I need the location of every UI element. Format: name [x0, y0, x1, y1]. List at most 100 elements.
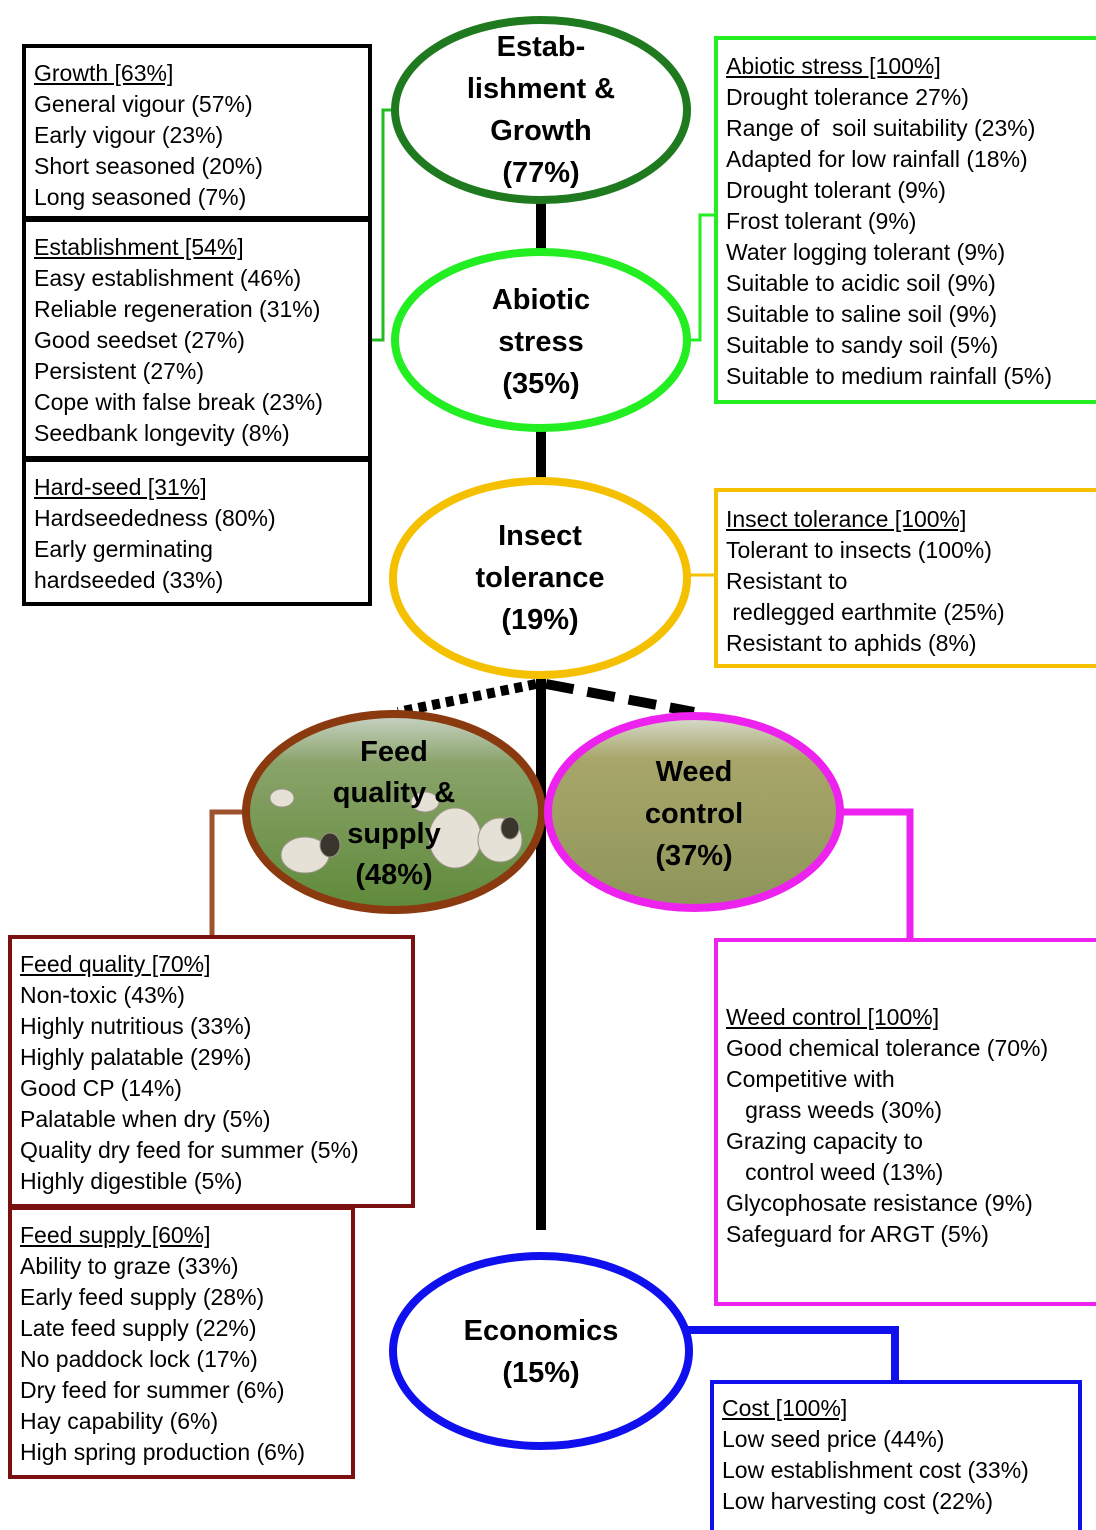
- feedsupply-item: Hay capability (6%): [20, 1408, 219, 1434]
- feedsupply-item: Dry feed for summer (6%): [20, 1377, 285, 1403]
- weed-item: Glycophosate resistance (9%): [726, 1190, 1033, 1216]
- abiotic-connector: [686, 213, 716, 342]
- establishment-box: Establishment [54%] Easy establishment (…: [22, 218, 372, 460]
- feedquality-box: Feed quality [70%] Non-toxic (43%) Highl…: [8, 935, 415, 1208]
- insect-box: Insect tolerance [100%] Tolerant to inse…: [714, 488, 1096, 668]
- feedsupply-box: Feed supply [60%] Ability to graze (33%)…: [8, 1206, 355, 1479]
- establishment-node-label: Estab- lishment & Growth (77%): [395, 22, 687, 198]
- establishment-item: Seedbank longevity (8%): [34, 420, 290, 446]
- feedsupply-title: Feed supply [60%]: [20, 1222, 211, 1248]
- insect-item: Resistant to aphids (8%): [726, 630, 977, 656]
- feed-label-line: Feed: [360, 736, 428, 768]
- growth-item: Short seasoned (20%): [34, 153, 263, 179]
- abiotic-ellipse: [391, 248, 691, 432]
- abiotic-item: Suitable to medium rainfall (5%): [726, 363, 1052, 389]
- feedsupply-item: No paddock lock (17%): [20, 1346, 258, 1372]
- establishment-item: Easy establishment (46%): [34, 265, 302, 291]
- economics-ellipse: [389, 1252, 693, 1450]
- feedsupply-item: Ability to graze (33%): [20, 1253, 239, 1279]
- growth-title: Growth [63%]: [34, 60, 174, 86]
- establishment-label-line: Estab-: [496, 31, 586, 63]
- hardseed-item: Early germinating: [34, 536, 213, 562]
- feedquality-item: Highly digestible (5%): [20, 1168, 243, 1194]
- feedquality-item: Highly nutritious (33%): [20, 1013, 252, 1039]
- establishment-item: Cope with false break (23%): [34, 389, 323, 415]
- cost-section: Cost [100%] Low seed price (44%) Low est…: [714, 1393, 1078, 1517]
- growth-item: Long seasoned (7%): [34, 184, 247, 210]
- weed-node-label: Weed control (37%): [548, 730, 840, 898]
- feed-label-line: quality &: [332, 777, 456, 809]
- feed-label-line: (48%): [355, 859, 433, 891]
- hardseed-box: Hard-seed [31%] Hardseededness (80%) Ear…: [22, 458, 372, 606]
- weed-item: Competitive with: [726, 1066, 895, 1092]
- dotted-branch: [397, 679, 537, 717]
- establishment-ellipse: [391, 16, 691, 204]
- cost-item: Low establishment cost (33%): [722, 1457, 1029, 1483]
- dashed-branch: [545, 679, 695, 717]
- growth-item: Early vigour (23%): [34, 122, 224, 148]
- weed-item: Grazing capacity to: [726, 1128, 923, 1154]
- feedquality-title: Feed quality [70%]: [20, 951, 211, 977]
- hardseed-section: Hard-seed [31%] Hardseededness (80%) Ear…: [26, 472, 368, 596]
- weed-section: Weed control [100%] Good chemical tolera…: [718, 1002, 1096, 1250]
- weed-item: Good chemical tolerance (70%): [726, 1035, 1049, 1061]
- growth-section: Growth [63%] General vigour (57%) Early …: [26, 58, 368, 213]
- feedsupply-item: High spring production (6%): [20, 1439, 306, 1465]
- cost-item: Low seed price (44%): [722, 1426, 945, 1452]
- abiotic-node-label: Abiotic stress (35%): [395, 258, 687, 426]
- abiotic-item: Adapted for low rainfall (18%): [726, 146, 1028, 172]
- establishment-title: Establishment [54%]: [34, 234, 244, 260]
- abiotic-item: Drought tolerant (9%): [726, 177, 946, 203]
- establishment-item: Reliable regeneration (31%): [34, 296, 321, 322]
- abiotic-label-line: (35%): [502, 368, 580, 400]
- abiotic-item: Drought tolerance 27%): [726, 84, 969, 110]
- economics-node-label: Economics (15%): [393, 1270, 689, 1434]
- abiotic-item: Water logging tolerant (9%): [726, 239, 1006, 265]
- economics-label-line: Economics: [463, 1315, 619, 1347]
- abiotic-box: Abiotic stress [100%] Drought tolerance …: [714, 36, 1096, 404]
- abiotic-section: Abiotic stress [100%] Drought tolerance …: [718, 51, 1096, 392]
- insect-title: Insect tolerance [100%]: [726, 506, 967, 532]
- weed-ellipse: [544, 712, 844, 912]
- insect-label-line: Insect: [498, 520, 582, 552]
- establishment-connector: [370, 108, 395, 342]
- economics-connector: [688, 1326, 899, 1382]
- cost-title: Cost [100%]: [722, 1395, 848, 1421]
- insect-ellipse: [389, 477, 691, 679]
- weed-title: Weed control [100%]: [726, 1004, 940, 1030]
- abiotic-item: Suitable to saline soil (9%): [726, 301, 998, 327]
- cost-box: Cost [100%] Low seed price (44%) Low est…: [710, 1380, 1082, 1530]
- feedquality-section: Feed quality [70%] Non-toxic (43%) Highl…: [12, 949, 411, 1197]
- establishment-label-line: Growth: [490, 115, 592, 147]
- economics-label-line: (15%): [502, 1357, 580, 1389]
- cost-item: Low harvesting cost (22%): [722, 1488, 994, 1514]
- growth-item: General vigour (57%): [34, 91, 253, 117]
- abiotic-item: Suitable to acidic soil (9%): [726, 270, 996, 296]
- establishment-label-line: (77%): [502, 157, 580, 189]
- insect-item: redlegged earthmite (25%): [726, 599, 1005, 625]
- abiotic-item: Frost tolerant (9%): [726, 208, 917, 234]
- abiotic-item: Range of soil suitability (23%): [726, 115, 1036, 141]
- establishment-label-line: lishment &: [466, 73, 616, 105]
- weed-label-line: control: [644, 798, 744, 830]
- insect-label-line: (19%): [501, 604, 579, 636]
- feedquality-item: Palatable when dry (5%): [20, 1106, 271, 1132]
- sheep-photo: [269, 788, 523, 874]
- feed-connector: [209, 809, 246, 937]
- feedsupply-item: Early feed supply (28%): [20, 1284, 265, 1310]
- feedsupply-section: Feed supply [60%] Ability to graze (33%)…: [12, 1220, 351, 1468]
- weed-item: control weed (13%): [726, 1159, 944, 1185]
- insect-item: Tolerant to insects (100%): [726, 537, 992, 563]
- feedquality-item: Quality dry feed for summer (5%): [20, 1137, 359, 1163]
- feedquality-item: Good CP (14%): [20, 1075, 182, 1101]
- abiotic-title: Abiotic stress [100%]: [726, 53, 941, 79]
- insect-label-line: tolerance: [475, 562, 605, 594]
- hardseed-title: Hard-seed [31%]: [34, 474, 207, 500]
- insect-item: Resistant to: [726, 568, 848, 594]
- feedsupply-item: Late feed supply (22%): [20, 1315, 257, 1341]
- weed-label-line: Weed: [655, 756, 733, 788]
- abiotic-label-line: stress: [498, 326, 584, 358]
- abiotic-item: Suitable to sandy soil (5%): [726, 332, 999, 358]
- insect-node-label: Insect tolerance (19%): [393, 496, 687, 660]
